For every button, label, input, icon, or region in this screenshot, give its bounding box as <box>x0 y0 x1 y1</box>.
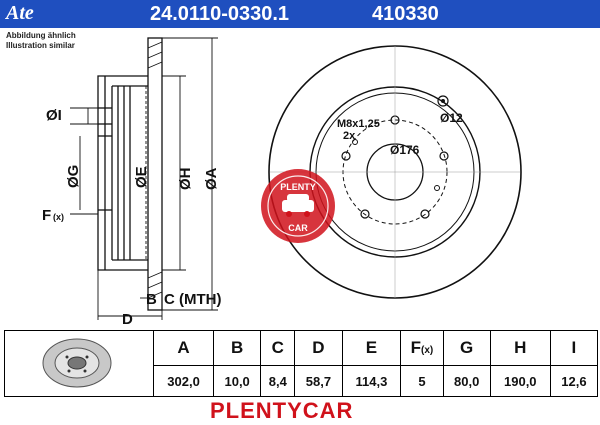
bolt-hole-2 <box>439 151 449 161</box>
label-dim-b: B <box>146 291 157 308</box>
short-number: 410330 <box>372 3 439 25</box>
col-header-i: I <box>549 330 599 366</box>
note-line-de: Abbildung ähnlich <box>6 31 76 40</box>
value-d: 58,7 <box>294 365 343 397</box>
col-header-f: F(x) <box>400 330 444 366</box>
table-header-row: A B C D E F(x) G H I <box>4 330 599 397</box>
label-dim-d: D <box>122 311 133 328</box>
value-f: 5 <box>400 365 444 397</box>
col-header-g: G <box>442 330 491 366</box>
bolt-hole-5 <box>341 151 351 161</box>
bolt-hole-3 <box>420 209 430 219</box>
locating-hole <box>437 95 449 107</box>
badge-text-bottom: CAR <box>288 223 308 233</box>
col-header-f-sub: (x) <box>421 345 434 356</box>
header-bar: Ate 24.0110-0330.1 410330 <box>0 0 600 28</box>
plentycar-brand: PLENTYCAR <box>210 398 354 423</box>
col-header-f-letter: F <box>410 338 422 357</box>
note-line-en: Illustration similar <box>6 41 75 50</box>
disc-thumbnail-icon <box>42 338 112 388</box>
value-i: 12,6 <box>549 365 599 397</box>
label-bolt-thread: M8x1,25 <box>337 118 380 130</box>
value-b: 10,0 <box>213 365 262 397</box>
label-dim-a: ØA <box>203 167 220 190</box>
label-dim-i: ØI <box>46 107 62 124</box>
label-dim-c: C (MTH) <box>164 291 221 308</box>
badge-text-top: PLENTY <box>280 182 316 192</box>
hat-outline <box>97 75 148 271</box>
value-h: 190,0 <box>489 365 551 397</box>
label-dim-f: F <box>42 207 51 224</box>
col-header-e: E <box>341 330 402 366</box>
label-pcd: Ø176 <box>390 143 420 157</box>
side-view <box>70 37 218 320</box>
label-dim-e: ØE <box>133 166 150 188</box>
ate-logo: Ate <box>6 2 34 24</box>
dimensions-table: A B C D E F(x) G H I 302,0 10,0 8,4 58,7… <box>4 330 599 397</box>
bolt-hole-4 <box>360 209 370 219</box>
col-header-c: C <box>260 330 296 366</box>
plentycar-badge: PLENTY CAR <box>261 169 335 243</box>
value-a: 302,0 <box>152 365 215 397</box>
col-header-a: A <box>152 330 215 366</box>
part-number: 24.0110-0330.1 <box>150 3 290 25</box>
label-dim-g: ØG <box>65 165 82 188</box>
col-header-d: D <box>294 330 343 366</box>
technical-drawing: ØI ØG ØE ØH ØA F (x) B C (MTH) D M8x1,25… <box>42 37 522 328</box>
col-header-b: B <box>213 330 262 366</box>
value-e: 114,3 <box>341 365 402 397</box>
disc-thumbnail-cell <box>4 330 154 397</box>
disc-rim-section <box>147 37 163 311</box>
illustration-note: Abbildung ähnlich Illustration similar <box>6 31 76 51</box>
col-header-h: H <box>489 330 551 366</box>
car-icon <box>282 200 314 212</box>
value-g: 80,0 <box>442 365 491 397</box>
value-c: 8,4 <box>260 365 296 397</box>
label-hole-diameter: Ø12 <box>440 111 463 125</box>
label-dim-h: ØH <box>177 168 194 191</box>
label-dim-f-sub: (x) <box>53 212 64 222</box>
table-value-row: 302,0 10,0 8,4 58,7 114,3 5 80,0 190,0 1… <box>5 365 599 397</box>
label-hole-count: 2x <box>343 130 356 142</box>
